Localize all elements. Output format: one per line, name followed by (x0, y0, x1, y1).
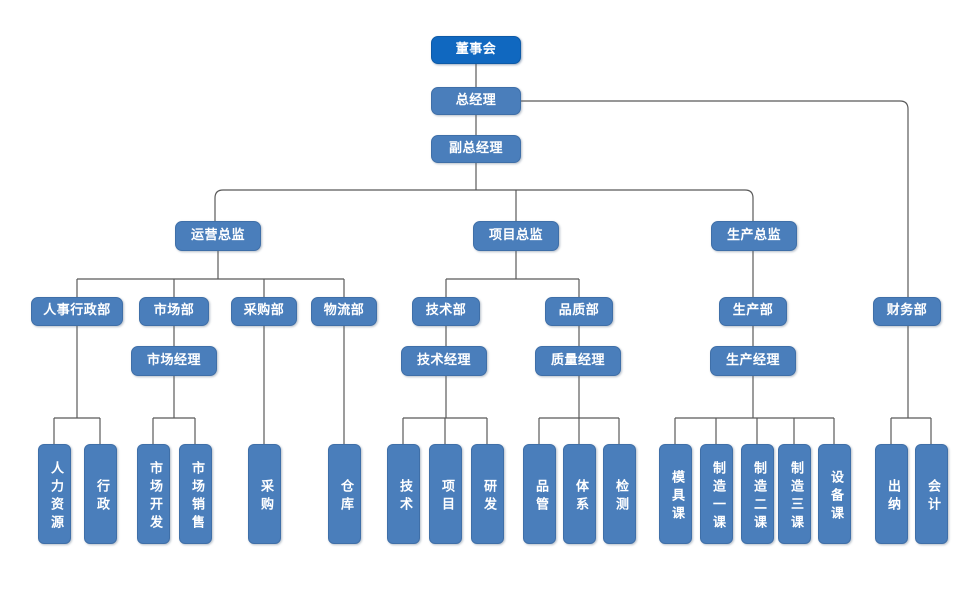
leaf-node-rnd[interactable]: 研发 (471, 444, 504, 544)
node-quality-manager[interactable]: 质量经理 (535, 346, 621, 376)
node-board-label: 董事会 (455, 41, 497, 57)
leaf-node-inspection[interactable]: 检测 (603, 444, 636, 544)
node-production-director-label: 生产总监 (726, 227, 781, 243)
node-hr-admin-department-label: 人事行政部 (43, 303, 111, 319)
node-production-department[interactable]: 生产部 (719, 297, 787, 326)
node-production-director[interactable]: 生产总监 (711, 221, 797, 251)
leaf-node-hr[interactable]: 人力资源 (38, 444, 71, 544)
leaf-node-mfg_one-label: 制造一课 (709, 461, 725, 533)
leaf-node-accounting[interactable]: 会计 (915, 444, 948, 544)
leaf-node-system[interactable]: 体系 (563, 444, 596, 544)
node-general-manager[interactable]: 总经理 (431, 87, 521, 115)
leaf-node-inspection-label: 检测 (612, 479, 628, 515)
leaf-node-project-label: 项目 (438, 479, 454, 515)
node-hr-admin-department[interactable]: 人事行政部 (31, 297, 123, 326)
node-finance-department-label: 财务部 (886, 303, 928, 319)
node-quality-manager-label: 质量经理 (550, 352, 605, 368)
leaf-node-mold_sec[interactable]: 模具课 (659, 444, 692, 544)
node-logistics-department-label: 物流部 (323, 303, 365, 319)
node-deputy-general-manager-label: 副总经理 (448, 140, 503, 156)
node-project-director-label: 项目总监 (488, 227, 543, 243)
node-technology-manager-label: 技术经理 (416, 352, 471, 368)
node-operations-director[interactable]: 运营总监 (175, 221, 261, 251)
node-quality-department[interactable]: 品质部 (545, 297, 613, 326)
leaf-node-equipment_sec-label: 设备课 (827, 470, 843, 524)
leaf-node-technology[interactable]: 技术 (387, 444, 420, 544)
leaf-node-project[interactable]: 项目 (429, 444, 462, 544)
leaf-node-purchasing-label: 采购 (257, 479, 273, 515)
node-technology-manager[interactable]: 技术经理 (401, 346, 487, 376)
leaf-node-accounting-label: 会计 (924, 479, 940, 515)
node-technology-department[interactable]: 技术部 (412, 297, 480, 326)
node-general-manager-label: 总经理 (455, 92, 497, 108)
leaf-node-mfg_two[interactable]: 制造二课 (741, 444, 774, 544)
node-logistics-department[interactable]: 物流部 (311, 297, 377, 326)
leaf-node-market_dev-label: 市场开发 (146, 461, 162, 533)
leaf-node-qc[interactable]: 品管 (523, 444, 556, 544)
node-operations-director-label: 运营总监 (190, 227, 245, 243)
leaf-node-market_sales-label: 市场销售 (188, 461, 204, 533)
leaf-node-purchasing[interactable]: 采购 (248, 444, 281, 544)
leaf-node-mfg_three-label: 制造三课 (787, 461, 803, 533)
leaf-node-qc-label: 品管 (532, 479, 548, 515)
node-market-manager[interactable]: 市场经理 (131, 346, 217, 376)
node-production-manager-label: 生产经理 (725, 352, 780, 368)
leaf-node-mfg_one[interactable]: 制造一课 (700, 444, 733, 544)
node-purchase-department[interactable]: 采购部 (231, 297, 297, 326)
leaf-node-admin[interactable]: 行政 (84, 444, 117, 544)
node-production-manager[interactable]: 生产经理 (710, 346, 796, 376)
node-technology-department-label: 技术部 (425, 303, 467, 319)
leaf-node-warehouse-label: 仓库 (337, 479, 353, 515)
leaf-node-technology-label: 技术 (396, 479, 412, 515)
leaf-node-market_sales[interactable]: 市场销售 (179, 444, 212, 544)
node-project-director[interactable]: 项目总监 (473, 221, 559, 251)
node-market-manager-label: 市场经理 (146, 352, 201, 368)
wire-director-bus (214, 189, 754, 221)
node-quality-department-label: 品质部 (558, 303, 600, 319)
node-deputy-general-manager[interactable]: 副总经理 (431, 135, 521, 163)
leaf-node-mfg_two-label: 制造二课 (750, 461, 766, 533)
leaf-node-system-label: 体系 (572, 479, 588, 515)
node-market-department-label: 市场部 (153, 303, 195, 319)
leaf-node-cashier[interactable]: 出纳 (875, 444, 908, 544)
leaf-node-hr-label: 人力资源 (47, 461, 63, 533)
node-board[interactable]: 董事会 (431, 36, 521, 64)
node-finance-department[interactable]: 财务部 (873, 297, 941, 326)
leaf-node-equipment_sec[interactable]: 设备课 (818, 444, 851, 544)
leaf-node-admin-label: 行政 (93, 479, 109, 515)
wire-gm-to-finance (521, 100, 909, 297)
leaf-node-market_dev[interactable]: 市场开发 (137, 444, 170, 544)
node-production-department-label: 生产部 (732, 303, 774, 319)
leaf-node-rnd-label: 研发 (480, 479, 496, 515)
leaf-node-cashier-label: 出纳 (884, 479, 900, 515)
leaf-node-mold_sec-label: 模具课 (668, 470, 684, 524)
leaf-node-warehouse[interactable]: 仓库 (328, 444, 361, 544)
leaf-node-mfg_three[interactable]: 制造三课 (778, 444, 811, 544)
node-market-department[interactable]: 市场部 (139, 297, 209, 326)
node-purchase-department-label: 采购部 (243, 303, 285, 319)
